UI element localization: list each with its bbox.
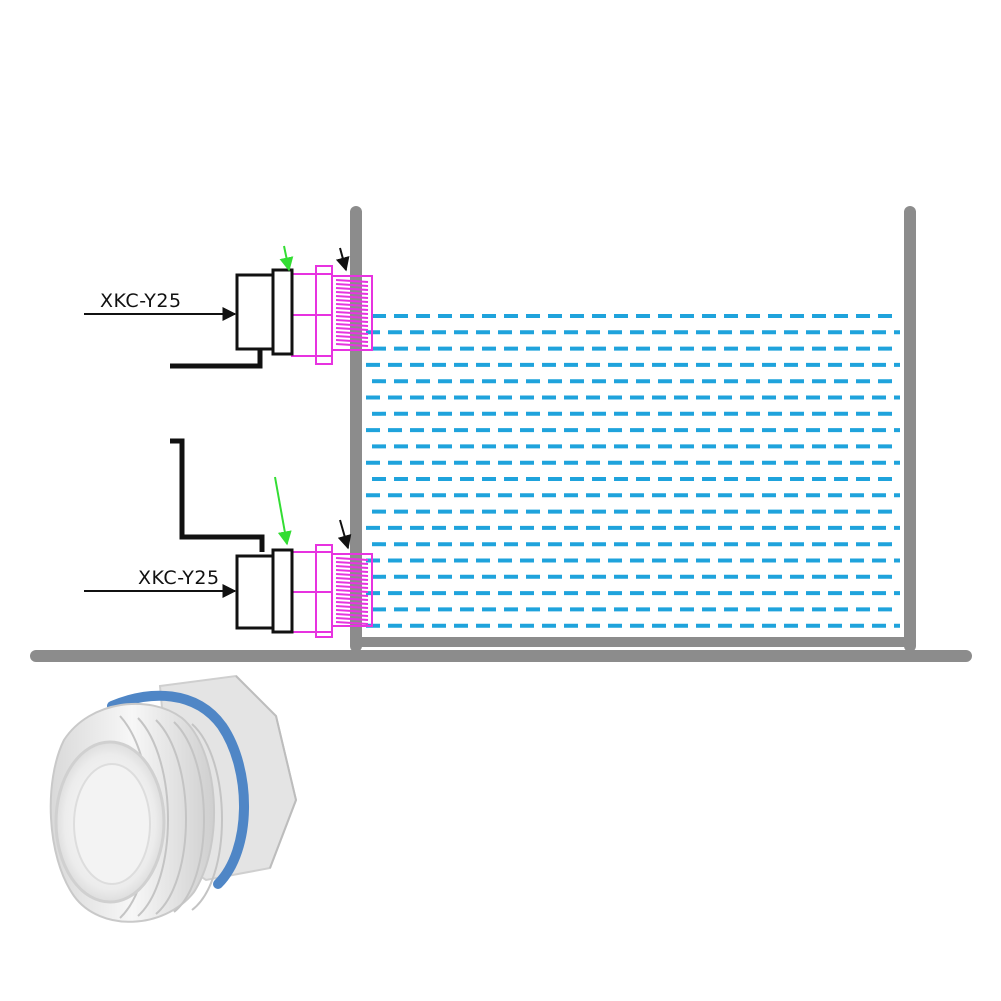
plug-thread-ridge bbox=[173, 721, 205, 913]
plug-thread-ridge bbox=[191, 723, 223, 911]
lower-sensor-label: XKC-Y25 bbox=[138, 567, 220, 589]
thread-line bbox=[335, 601, 369, 605]
thread-line bbox=[335, 315, 369, 319]
green-indicator-arrow bbox=[274, 476, 292, 546]
thread-line bbox=[335, 597, 369, 601]
threaded-fitting-icon bbox=[291, 544, 373, 638]
thread-line bbox=[335, 287, 369, 291]
contact-pointer-arrow bbox=[335, 247, 350, 272]
seal-ring bbox=[107, 690, 249, 889]
thread-line bbox=[335, 343, 369, 347]
thread-line bbox=[335, 311, 369, 315]
thread-line bbox=[335, 323, 369, 327]
thread-line bbox=[335, 621, 369, 625]
thread-line bbox=[335, 581, 369, 585]
contact-pointer-arrow bbox=[337, 519, 352, 550]
thread-line bbox=[335, 557, 369, 561]
tank-icon bbox=[30, 206, 972, 662]
thread-line bbox=[335, 339, 369, 343]
thread-line bbox=[335, 565, 369, 569]
thread-line bbox=[335, 561, 369, 565]
thread-line bbox=[335, 335, 369, 339]
thread-line bbox=[335, 589, 369, 593]
thread-line bbox=[335, 327, 369, 331]
thread-line bbox=[335, 605, 369, 609]
thread-line bbox=[335, 303, 369, 307]
threaded-fitting-icon bbox=[291, 265, 373, 365]
plug-thread-ridge bbox=[155, 719, 187, 915]
thread-line bbox=[335, 331, 369, 335]
thread-line bbox=[335, 291, 369, 295]
thread-line bbox=[335, 283, 369, 287]
thread-line bbox=[335, 617, 369, 621]
sensor-icon bbox=[170, 438, 294, 634]
upper-sensor-label: XKC-Y25 bbox=[100, 290, 182, 312]
thread-line bbox=[335, 299, 369, 303]
plug-thread-ridge bbox=[137, 717, 169, 917]
thread-line bbox=[335, 593, 369, 597]
water-dashes bbox=[366, 314, 900, 628]
thread-line bbox=[335, 279, 369, 283]
green-indicator-arrow bbox=[279, 245, 294, 272]
threaded-plug-icon bbox=[49, 674, 298, 923]
thread-line bbox=[335, 609, 369, 613]
thread-line bbox=[335, 307, 369, 311]
thread-line bbox=[335, 569, 369, 573]
sensor-icon bbox=[170, 268, 294, 369]
upper-sensor-assembly: XKC-Y25 bbox=[84, 245, 373, 369]
lower-sensor-assembly: XKC-Y25 bbox=[84, 438, 373, 638]
thread-line bbox=[335, 585, 369, 589]
thread-line bbox=[335, 613, 369, 617]
thread-line bbox=[335, 319, 369, 323]
thread-line bbox=[335, 295, 369, 299]
thread-line bbox=[335, 573, 369, 577]
thread-line bbox=[335, 577, 369, 581]
